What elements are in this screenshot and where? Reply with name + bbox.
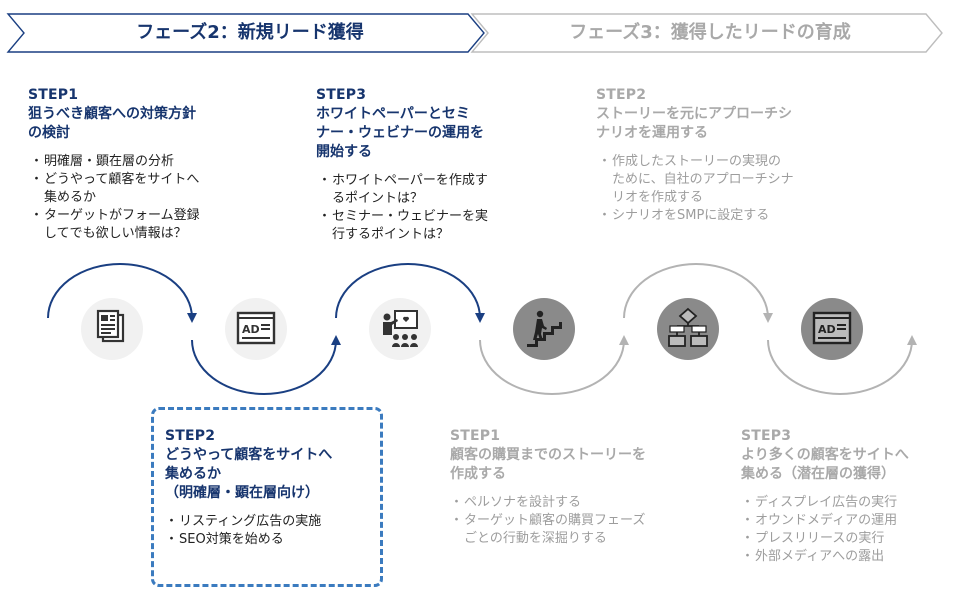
step-number: STEP2 bbox=[596, 87, 647, 103]
bullet-item: オウンドメディアの運用 bbox=[741, 512, 951, 530]
step-bullets: 作成したストーリーの実現の ために、自社のアプローチシナ リオを作成する シナリ… bbox=[598, 153, 846, 225]
bullet-item: リスティング広告の実施 bbox=[165, 513, 375, 531]
step-bullets: 明確層・顕在層の分析 どうやって顧客をサイトへ 集めるか ターゲットがフォーム登… bbox=[30, 153, 258, 243]
bullet-item: セミナー・ウェビナーを実 行するポイントは？ bbox=[318, 208, 546, 244]
step-bullets: ディスプレイ広告の実行 オウンドメディアの運用 プレスリリースの実行 外部メディ… bbox=[741, 494, 951, 566]
flowchart-icon bbox=[657, 298, 719, 360]
step-title: より多くの顧客をサイトへ集める（潜在層の獲得） bbox=[741, 447, 909, 482]
bullet-item: 外部メディアへの露出 bbox=[741, 548, 951, 566]
step-title: 狙うべき顧客への対策方針の検討 bbox=[28, 106, 196, 141]
step-number: STEP2 bbox=[165, 428, 216, 444]
phase-chevrons bbox=[6, 13, 943, 53]
bullet-item: ホワイトペーパーを作成す るポイントは？ bbox=[318, 172, 546, 208]
stairs-climb-icon bbox=[513, 298, 575, 360]
arrow-arc-6 bbox=[767, 335, 917, 395]
phase2-chevron bbox=[6, 13, 485, 53]
phase3-chevron bbox=[470, 13, 943, 53]
arrow-arc-5 bbox=[623, 263, 773, 323]
bullet-item: ペルソナを設計する bbox=[450, 494, 690, 512]
arrow-arc-4 bbox=[479, 335, 629, 395]
svg-text:AD: AD bbox=[242, 323, 260, 336]
phase3-label: フェーズ3：獲得したリードの育成 bbox=[569, 22, 851, 43]
ad-icon: AD bbox=[225, 298, 287, 360]
step-title: 顧客の購買までのストーリーを作成する bbox=[450, 447, 646, 482]
arrow-arc-3 bbox=[335, 263, 485, 323]
presentation-icon bbox=[369, 298, 431, 360]
step-bullets: リスティング広告の実施 SEO対策を始める bbox=[165, 513, 375, 549]
step-title: ストーリーを元にアプローチシナリオを運用する bbox=[596, 106, 792, 141]
bullet-item: プレスリリースの実行 bbox=[741, 530, 951, 548]
ad-icon: AD bbox=[801, 298, 863, 360]
bullet-item: どうやって顧客をサイトへ 集めるか bbox=[30, 171, 258, 207]
bullet-item: SEO対策を始める bbox=[165, 531, 375, 549]
arrow-arc-1 bbox=[47, 263, 197, 323]
step-number: STEP3 bbox=[316, 87, 367, 103]
step-bullets: ホワイトペーパーを作成す るポイントは？ セミナー・ウェビナーを実 行するポイン… bbox=[318, 172, 546, 244]
step-number: STEP3 bbox=[741, 428, 792, 444]
step-number: STEP1 bbox=[450, 428, 501, 444]
bullet-item: 作成したストーリーの実現の ために、自社のアプローチシナ リオを作成する bbox=[598, 153, 846, 207]
bullet-item: ターゲットがフォーム登録 してでも欲しい情報は？ bbox=[30, 207, 258, 243]
bullet-item: ディスプレイ広告の実行 bbox=[741, 494, 951, 512]
bullet-item: 明確層・顕在層の分析 bbox=[30, 153, 258, 171]
arrow-arc-2 bbox=[191, 335, 341, 395]
highlight-dashed-box bbox=[151, 407, 383, 587]
documents-icon bbox=[81, 298, 143, 360]
step-bullets: ペルソナを設計する ターゲット顧客の購買フェーズ ごとの行動を深掘りする bbox=[450, 494, 690, 548]
svg-text:AD: AD bbox=[818, 323, 836, 336]
bullet-item: ターゲット顧客の購買フェーズ ごとの行動を深掘りする bbox=[450, 512, 690, 548]
step-title: ホワイトペーパーとセミナー・ウェビナーの運用を開始する bbox=[316, 106, 484, 160]
phase2-label: フェーズ2：新規リード獲得 bbox=[136, 22, 364, 43]
bullet-item: シナリオをSMPに設定する bbox=[598, 207, 846, 225]
step-title: どうやって顧客をサイトへ集めるか（明確層・顕在層向け） bbox=[165, 447, 333, 501]
step-number: STEP1 bbox=[28, 87, 79, 103]
